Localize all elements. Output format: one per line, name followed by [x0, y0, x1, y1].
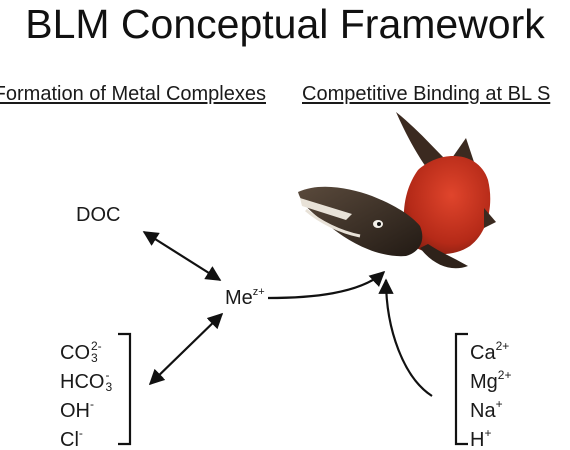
cation-bracket	[454, 332, 468, 446]
cation-item: Ca2+	[470, 339, 510, 364]
cation-item: H+	[470, 426, 492, 450]
page-title: BLM Conceptual Framework	[25, 1, 545, 47]
ligand-item: HCO-3	[60, 367, 113, 394]
ligand-item: OH-	[60, 397, 94, 422]
doc-label: DOC	[76, 204, 121, 226]
arrow-cations-gill	[378, 278, 433, 397]
cation-item: Na+	[470, 397, 503, 422]
metal-ion-charge: z+	[252, 286, 265, 299]
heading-competitive-binding: Competitive Binding at BL S	[302, 83, 551, 105]
ligand-item: Cl-	[60, 426, 83, 450]
arrow-ligands-metal	[148, 312, 224, 386]
metal-ion-base: Me	[225, 287, 253, 309]
ligand-bracket	[118, 332, 132, 446]
arrow-metal-gill	[267, 270, 386, 300]
salmon-fish-icon	[298, 112, 496, 269]
metal-ion-label: Mez+	[225, 286, 265, 310]
arrow-doc-metal	[142, 231, 222, 281]
cation-item: Mg2+	[470, 368, 512, 393]
heading-metal-complexes: Formation of Metal Complexes	[0, 83, 266, 105]
